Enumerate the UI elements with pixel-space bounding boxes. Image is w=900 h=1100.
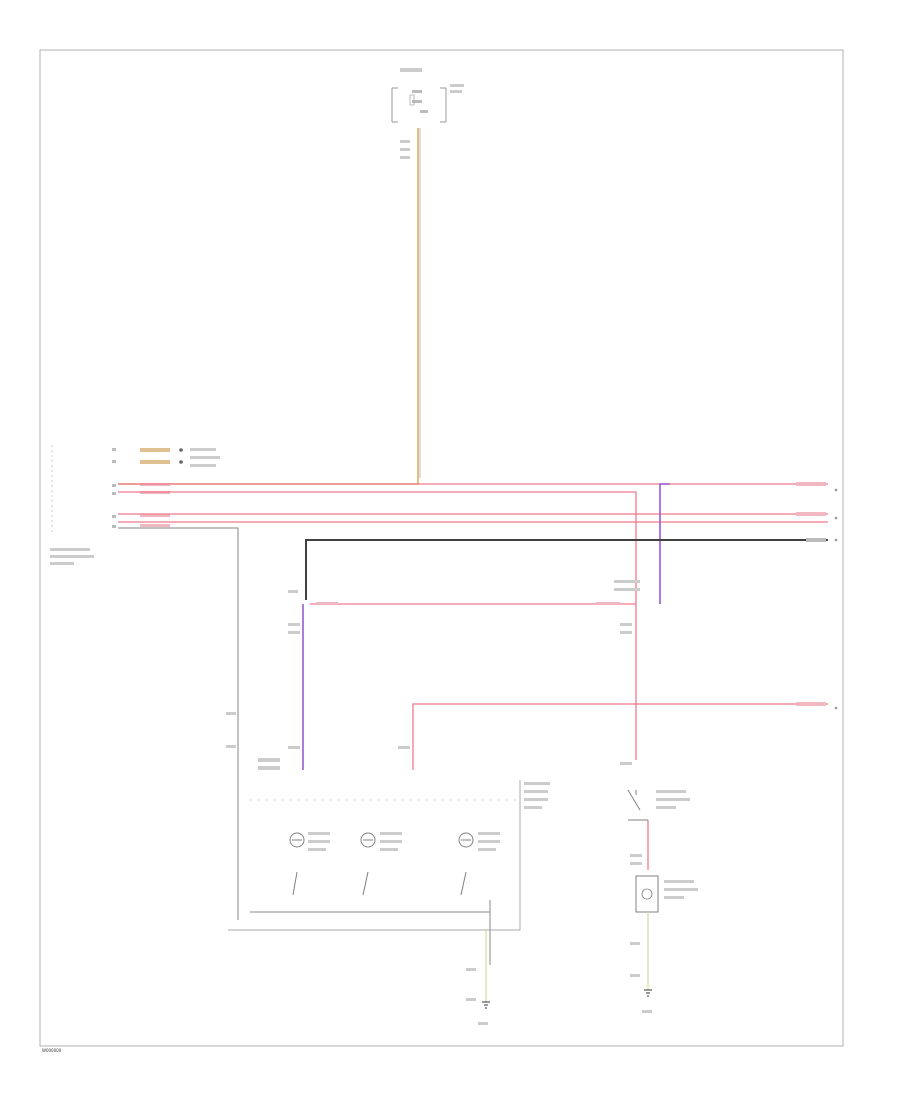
yellow-wire [118,128,419,485]
control-module-connector [50,445,220,565]
grey-wire [118,527,239,920]
lamp-cluster-component [228,758,550,965]
dark-wire [305,539,828,600]
bulb-1-icon [289,832,330,896]
courtesy-lamp-component [630,854,698,913]
door-switch-component [627,789,690,821]
red-wires [118,483,828,870]
ground-2 [630,912,652,1013]
violet-wires [302,483,670,770]
ground-1 [466,930,490,1025]
fuse-block [391,68,464,159]
bulb-3-icon [458,832,500,896]
right-connector-tabs [796,482,838,710]
diagram-frame [39,49,844,1047]
wire-labels [226,580,640,765]
bulb-2-icon [360,832,402,896]
diagram-code: W000000 [42,1048,62,1053]
